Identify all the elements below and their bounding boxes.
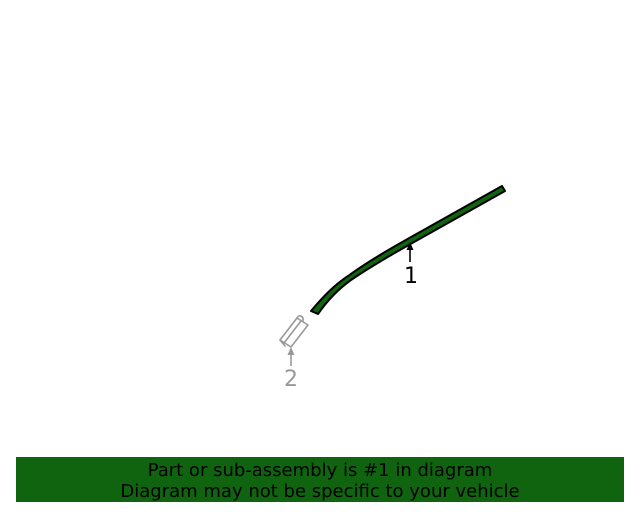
part-1-molding-strip[interactable] (310, 185, 506, 315)
banner-line-1: Part or sub-assembly is #1 in diagram (147, 460, 493, 481)
part-2-clip[interactable] (279, 315, 309, 348)
banner-line-2: Diagram may not be specific to your vehi… (120, 481, 520, 502)
part-1-callout-label[interactable]: 1 (404, 264, 418, 289)
part-1-arrowhead (406, 242, 414, 250)
info-banner: Part or sub-assembly is #1 in diagram Di… (16, 457, 624, 502)
part-2-arrowhead (287, 347, 295, 355)
part-2-callout-label[interactable]: 2 (284, 367, 298, 392)
